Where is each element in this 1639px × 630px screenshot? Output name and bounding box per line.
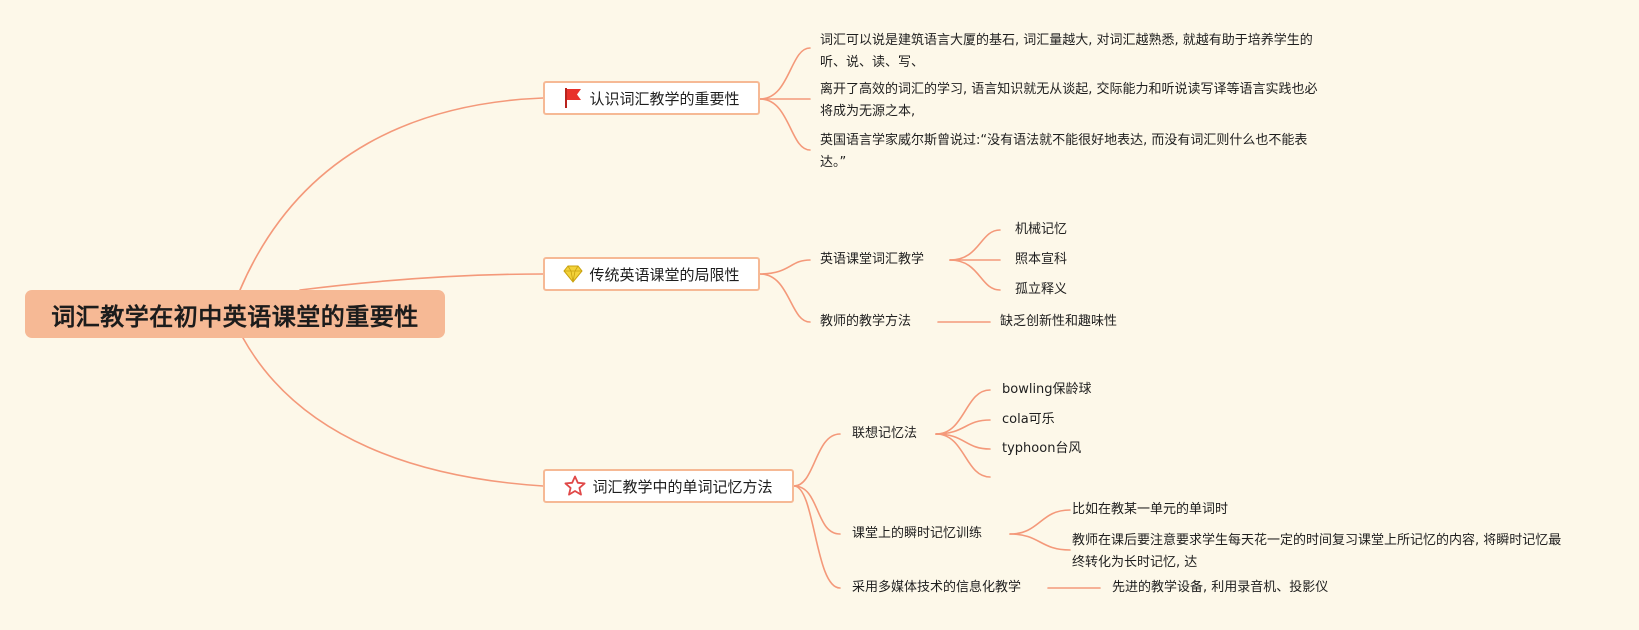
diamond-icon — [563, 265, 584, 283]
subtopic-node[interactable]: 课堂上的瞬时记忆训练 — [852, 526, 983, 541]
red-flag-icon — [565, 88, 582, 108]
subtopic-node[interactable]: 教师的教学方法 — [820, 314, 912, 329]
leaf-node[interactable]: 照本宣科 — [1015, 252, 1068, 267]
link-b3c1-g3 — [935, 433, 991, 450]
root-topic-label: 词汇教学在初中英语课堂的重要性 — [51, 302, 419, 331]
link-b2c1-g1 — [949, 229, 1001, 261]
link-root-branch3 — [242, 337, 544, 487]
branch-importance[interactable]: 认识词汇教学的重要性 — [543, 81, 760, 115]
star-icon — [564, 475, 586, 496]
leaf-node[interactable]: 比如在教某一单元的单词时 — [1072, 502, 1229, 517]
branch-memory-methods[interactable]: 词汇教学中的单词记忆方法 — [543, 469, 794, 503]
subtopic-node[interactable]: 联想记忆法 — [852, 426, 918, 441]
paragraph-node[interactable]: 英国语言学家威尔斯曾说过:“没有语法就不能很好地表达, 而没有词汇则什么也不能表… — [820, 133, 1308, 170]
branch-limitations[interactable]: 传统英语课堂的局限性 — [543, 257, 760, 291]
paragraph-node[interactable]: 词汇可以说是建筑语言大厦的基石, 词汇量越大, 对词汇越熟悉, 就越有助于培养学… — [820, 33, 1313, 70]
link-b3-c3 — [793, 485, 841, 589]
link-b3c2-g2 — [1009, 533, 1071, 551]
link-b2-c1 — [759, 259, 811, 275]
link-root-branch1 — [239, 97, 544, 291]
subtopic-node[interactable]: 英语课堂词汇教学 — [820, 252, 925, 267]
leaf-node[interactable]: 孤立释义 — [1015, 282, 1068, 297]
branch-title: 认识词汇教学的重要性 — [589, 89, 740, 108]
leaf-node[interactable]: bowling保龄球 — [1002, 382, 1092, 397]
subtopic-node[interactable]: 采用多媒体技术的信息化教学 — [852, 580, 1022, 595]
link-b1-p3 — [759, 98, 811, 151]
branch-title: 词汇教学中的单词记忆方法 — [592, 477, 773, 496]
link-b1-p1 — [759, 47, 811, 100]
link-root-branch2 — [299, 273, 544, 291]
link-b3c1-g1 — [935, 389, 991, 435]
link-b3c2-g1 — [1009, 509, 1071, 535]
root-topic[interactable]: 词汇教学在初中英语课堂的重要性 — [25, 290, 445, 338]
leaf-node[interactable]: 先进的教学设备, 利用录音机、投影仪 — [1112, 580, 1329, 595]
link-b3-c1 — [793, 433, 841, 487]
link-b3-c2 — [793, 485, 841, 535]
link-b2-c2 — [759, 273, 811, 323]
leaf-node[interactable]: 机械记忆 — [1015, 222, 1068, 237]
leaf-node[interactable]: cola可乐 — [1002, 412, 1055, 427]
leaf-node[interactable]: typhoon台风 — [1002, 441, 1082, 456]
link-b3c1-g4 — [935, 433, 991, 478]
link-b2c1-g3 — [949, 259, 1001, 291]
branch-title: 传统英语课堂的局限性 — [589, 265, 740, 284]
leaf-node[interactable]: 缺乏创新性和趣味性 — [1000, 314, 1118, 329]
paragraph-node[interactable]: 离开了高效的词汇的学习, 语言知识就无从谈起, 交际能力和听说读写译等语言实践也… — [820, 82, 1318, 119]
paragraph-node[interactable]: 教师在课后要注意要求学生每天花一定的时间复习课堂上所记忆的内容, 将瞬时记忆最终… — [1072, 533, 1562, 570]
